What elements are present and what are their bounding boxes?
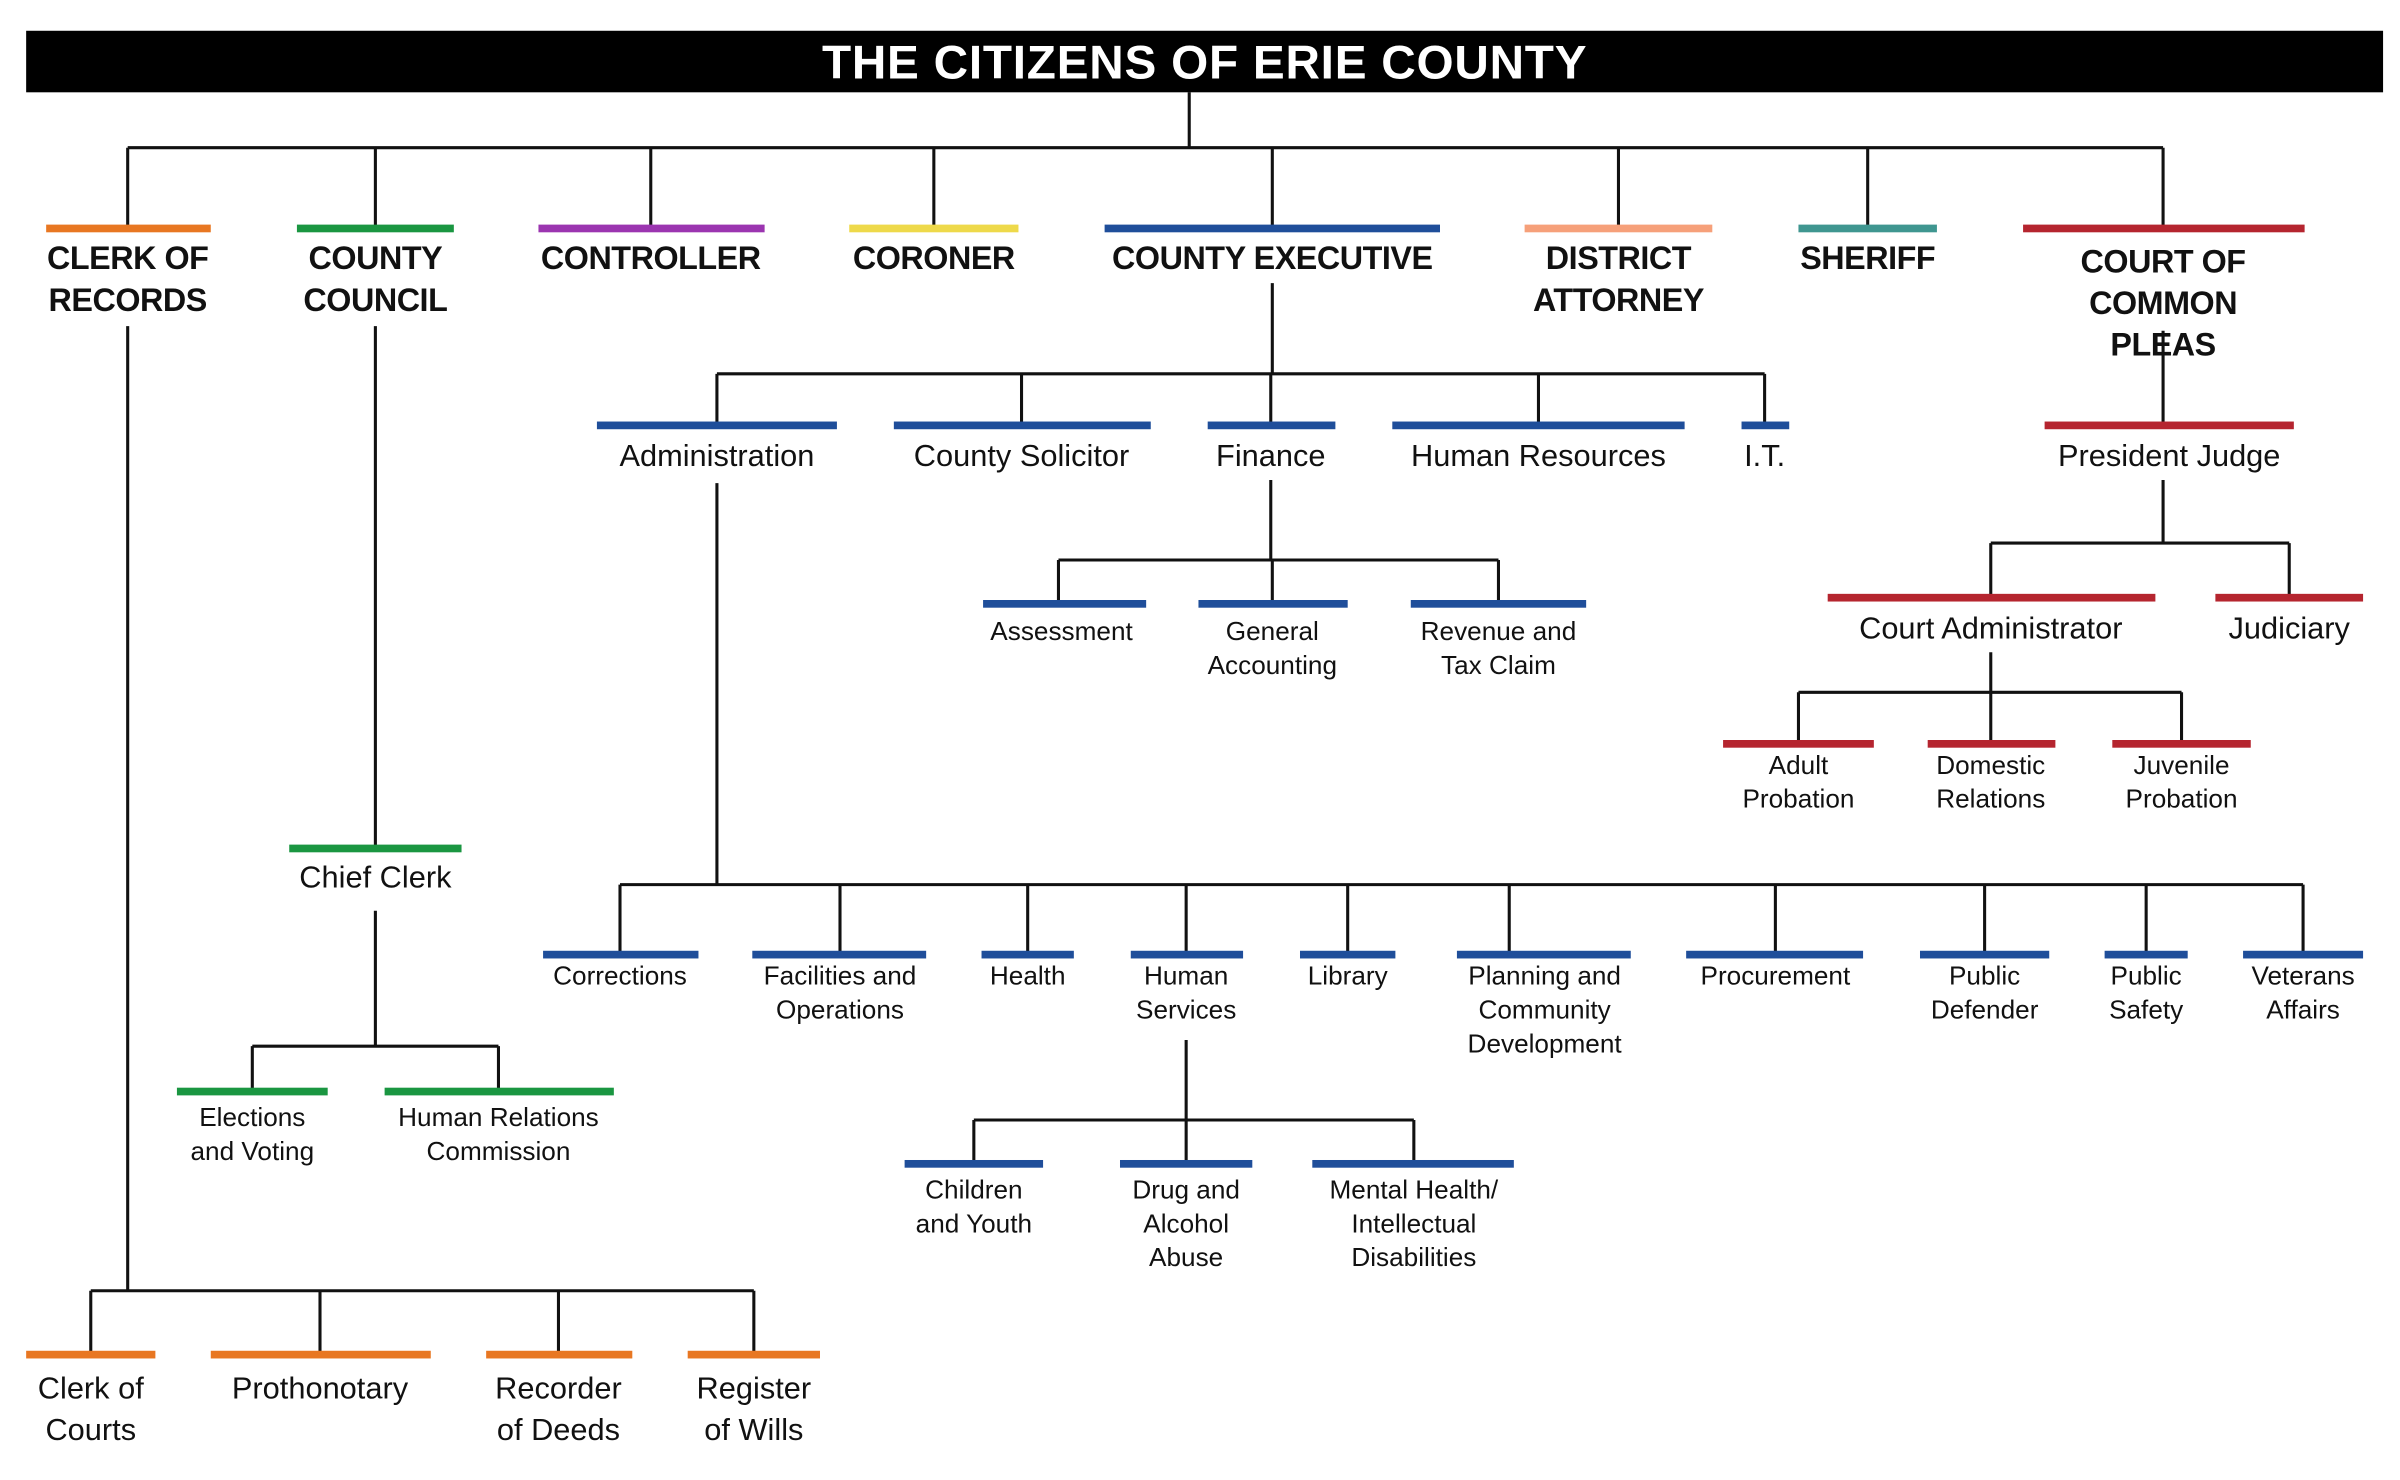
node-controller: CONTROLLER xyxy=(540,241,761,277)
node-prothonotary: Prothonotary xyxy=(231,1372,409,1407)
node-district-attorney: DISTRICT ATTORNEY xyxy=(1532,241,1704,319)
node-health: Health xyxy=(989,961,1066,991)
node-county-council: COUNTY COUNCIL xyxy=(303,241,448,319)
clerk-of-courts-bar xyxy=(26,1350,156,1359)
prothonotary-bar xyxy=(210,1350,431,1359)
controller-bar xyxy=(538,224,765,233)
node-sheriff: SHERIFF xyxy=(1800,241,1936,277)
node-court-administrator: Court Administrator xyxy=(1859,612,2123,647)
node-corrections: Corrections xyxy=(553,961,687,991)
node-facilities: Facilities and Operations xyxy=(763,961,917,1025)
human-relations-bar xyxy=(384,1087,614,1096)
node-domestic-relations: Domestic Relations xyxy=(1936,750,2046,814)
public-defender-bar xyxy=(1919,950,2050,959)
procurement-bar xyxy=(1686,950,1864,959)
sheriff-bar xyxy=(1798,224,1937,233)
node-president-judge: President Judge xyxy=(2058,439,2281,474)
chief-clerk-bar xyxy=(289,844,462,853)
mental-health-bar xyxy=(1312,1159,1514,1168)
node-public-defender: Public Defender xyxy=(1930,961,2039,1025)
corrections-bar xyxy=(543,950,699,959)
node-revenue-tax-claim: Revenue and Tax Claim xyxy=(1420,616,1577,680)
node-public-safety: Public Safety xyxy=(2109,961,2184,1025)
county-solicitor-bar xyxy=(893,421,1151,430)
node-judiciary: Judiciary xyxy=(2228,612,2350,647)
health-bar xyxy=(981,950,1074,959)
administration-bar xyxy=(596,421,837,430)
assessment-bar xyxy=(983,599,1147,608)
elections-voting-bar xyxy=(176,1087,328,1096)
district-attorney-bar xyxy=(1524,224,1713,233)
node-human-resources: Human Resources xyxy=(1411,439,1666,474)
drug-alcohol-bar xyxy=(1119,1159,1253,1168)
node-recorder-of-deeds: Recorder of Deeds xyxy=(495,1372,622,1448)
node-finance: Finance xyxy=(1216,439,1326,474)
it-bar xyxy=(1741,421,1790,430)
county-executive-bar xyxy=(1104,224,1440,233)
node-county-executive: COUNTY EXECUTIVE xyxy=(1112,241,1433,277)
library-bar xyxy=(1299,950,1396,959)
judiciary-bar xyxy=(2215,593,2364,602)
coroner-bar xyxy=(849,224,1019,233)
revenue-tax-claim-bar xyxy=(1410,599,1587,608)
node-chief-clerk: Chief Clerk xyxy=(299,861,452,896)
node-library: Library xyxy=(1307,961,1388,991)
node-assessment: Assessment xyxy=(990,616,1133,647)
adult-probation-bar xyxy=(1723,739,1874,748)
node-veterans-affairs: Veterans Affairs xyxy=(2251,961,2355,1025)
facilities-bar xyxy=(752,950,927,959)
node-general-accounting: General Accounting xyxy=(1207,616,1338,680)
children-youth-bar xyxy=(904,1159,1044,1168)
node-children-youth: Children and Youth xyxy=(915,1175,1033,1239)
clerk-of-records-bar xyxy=(46,224,211,233)
node-human-relations: Human Relations Commission xyxy=(398,1103,599,1167)
node-planning: Planning and Community Development xyxy=(1467,961,1622,1059)
county-council-bar xyxy=(296,224,454,233)
node-clerk-of-records: CLERK OF RECORDS xyxy=(46,241,209,319)
node-drug-alcohol: Drug and Alcohol Abuse xyxy=(1132,1175,1240,1273)
human-resources-bar xyxy=(1392,421,1685,430)
domestic-relations-bar xyxy=(1927,739,2056,748)
planning-bar xyxy=(1456,950,1631,959)
recorder-of-deeds-bar xyxy=(486,1350,633,1359)
finance-bar xyxy=(1207,421,1336,430)
chart-title: THE CITIZENS OF ERIE COUNTY xyxy=(26,30,2384,93)
node-administration: Administration xyxy=(619,439,815,474)
node-clerk-of-courts: Clerk of Courts xyxy=(37,1372,144,1448)
court-administrator-bar xyxy=(1827,593,2156,602)
node-procurement: Procurement xyxy=(1700,961,1851,991)
public-safety-bar xyxy=(2104,950,2188,959)
juvenile-probation-bar xyxy=(2112,739,2251,748)
register-of-wills-bar xyxy=(687,1350,820,1359)
node-court-of-common-pleas: COURT OF COMMON PLEAS xyxy=(2080,244,2246,364)
node-county-solicitor: County Solicitor xyxy=(913,439,1130,474)
node-juvenile-probation: Juvenile Probation xyxy=(2125,750,2238,814)
veterans-affairs-bar xyxy=(2243,950,2364,959)
node-adult-probation: Adult Probation xyxy=(1742,750,1855,814)
node-human-services: Human Services xyxy=(1136,961,1237,1025)
node-coroner: CORONER xyxy=(852,241,1015,277)
node-mental-health: Mental Health/ Intellectual Disabilities xyxy=(1329,1175,1499,1273)
general-accounting-bar xyxy=(1198,599,1348,608)
human-services-bar xyxy=(1130,950,1244,959)
node-register-of-wills: Register of Wills xyxy=(696,1372,812,1448)
president-judge-bar xyxy=(2044,421,2294,430)
court-of-common-pleas-bar xyxy=(2023,224,2305,233)
node-it: I.T. xyxy=(1744,439,1786,474)
node-elections-voting: Elections and Voting xyxy=(190,1103,315,1167)
